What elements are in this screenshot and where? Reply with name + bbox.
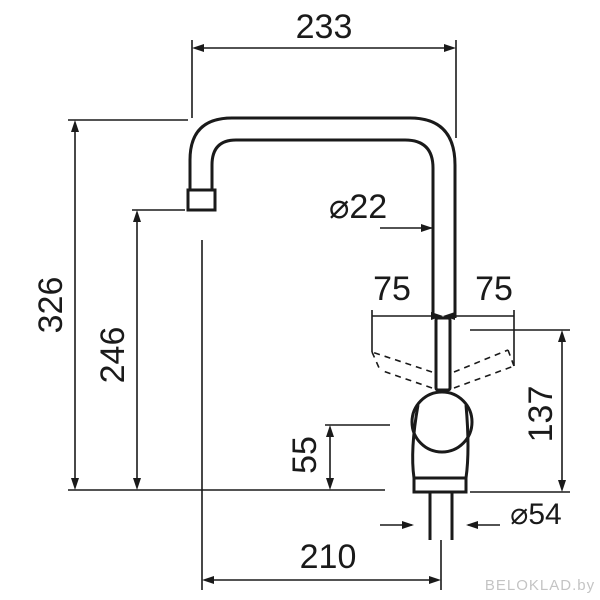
pipe-diameter-label: ⌀22 [329,188,387,226]
body-height-label: 55 [286,436,324,474]
spout-reach-label: 210 [300,538,357,576]
handle-swing-left [371,351,433,389]
overall-height-label: 326 [32,277,70,334]
overall-width-label: 233 [296,8,353,46]
handle-swing-right [453,349,515,389]
handle-swing-right-label: 75 [475,270,513,308]
handle-swing-left-label: 75 [373,270,411,308]
handle-lever [434,316,452,392]
faucet-base [412,476,468,494]
handle-height-label: 137 [522,386,560,443]
aerator-nozzle [186,188,217,212]
dimension-lines [68,40,570,590]
mounting-shank [428,492,454,540]
base-diameter-label: ⌀54 [510,498,561,531]
spout-pipe-inner [210,138,435,318]
spout-pipe-outer [188,116,457,318]
cartridge-body [410,390,474,454]
spout-height-label: 246 [94,327,132,384]
watermark-text: BELOKLAD.by [485,577,595,594]
faucet-outline [186,116,515,540]
